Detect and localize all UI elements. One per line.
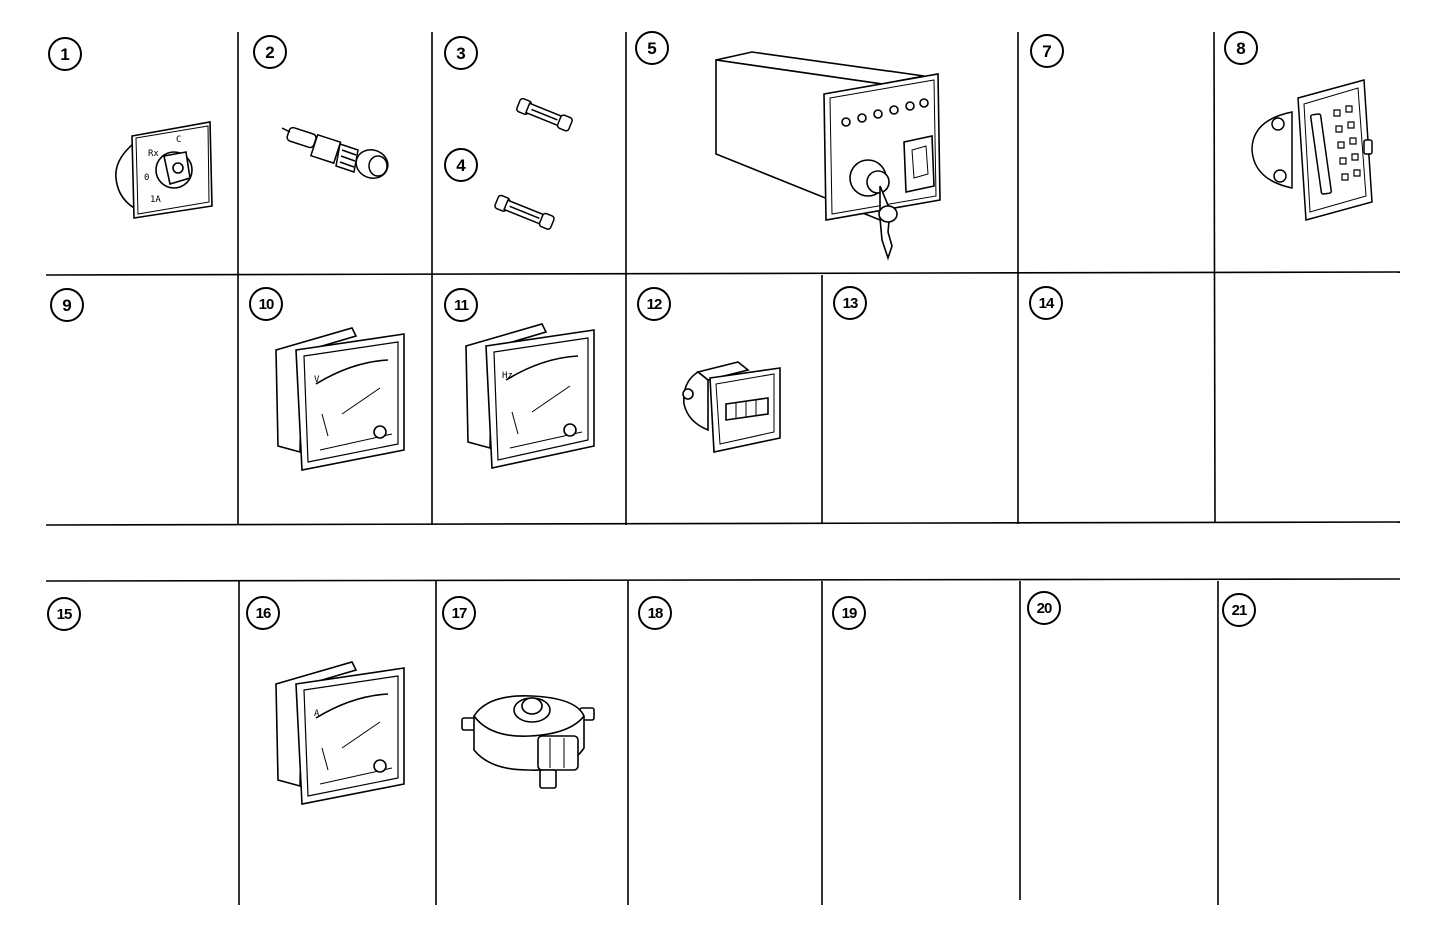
ammeter-unit-label: A	[314, 709, 320, 719]
item-number-12: 12	[637, 287, 671, 321]
item-number-15: 15	[47, 597, 81, 631]
item-number-9: 9	[50, 288, 84, 322]
rotary-switch-icon: Rx C 0 1A	[112, 118, 218, 222]
switch-label-1a: 1A	[150, 195, 161, 205]
switch-label-c: C	[176, 135, 181, 145]
multi-pin-connector-icon	[1248, 76, 1378, 224]
item-number-19: 19	[832, 596, 866, 630]
item-number-8: 8	[1224, 31, 1258, 65]
item-number-16: 16	[246, 596, 280, 630]
item-number-4: 4	[444, 148, 478, 182]
frequency-unit-label: Hz	[502, 371, 513, 381]
item-number-10: 10	[249, 287, 283, 321]
item-number-17: 17	[442, 596, 476, 630]
hour-counter-icon	[678, 358, 784, 456]
panel-frequency-meter-icon: Hz	[462, 320, 598, 470]
indicator-lamp-icon	[280, 120, 396, 188]
panel-voltmeter-icon: V	[272, 324, 408, 472]
panel-ammeter-icon: A	[272, 658, 408, 806]
item-number-5: 5	[635, 31, 669, 65]
current-transformer-icon	[460, 688, 598, 792]
voltmeter-unit-label: V	[314, 375, 320, 385]
item-number-18: 18	[638, 596, 672, 630]
item-number-21: 21	[1222, 593, 1256, 627]
switch-label-rx: Rx	[148, 149, 159, 159]
item-number-7: 7	[1030, 34, 1064, 68]
item-number-14: 14	[1029, 286, 1063, 320]
item-number-11: 11	[444, 288, 478, 322]
fuse-icon	[512, 96, 578, 136]
item-number-13: 13	[833, 286, 867, 320]
item-number-3: 3	[444, 36, 478, 70]
item-number-2: 2	[253, 35, 287, 69]
switch-label-0: 0	[144, 173, 149, 183]
control-module-icon	[712, 50, 942, 262]
item-number-1: 1	[48, 37, 82, 71]
fuse-icon	[490, 192, 562, 236]
item-number-20: 20	[1027, 591, 1061, 625]
